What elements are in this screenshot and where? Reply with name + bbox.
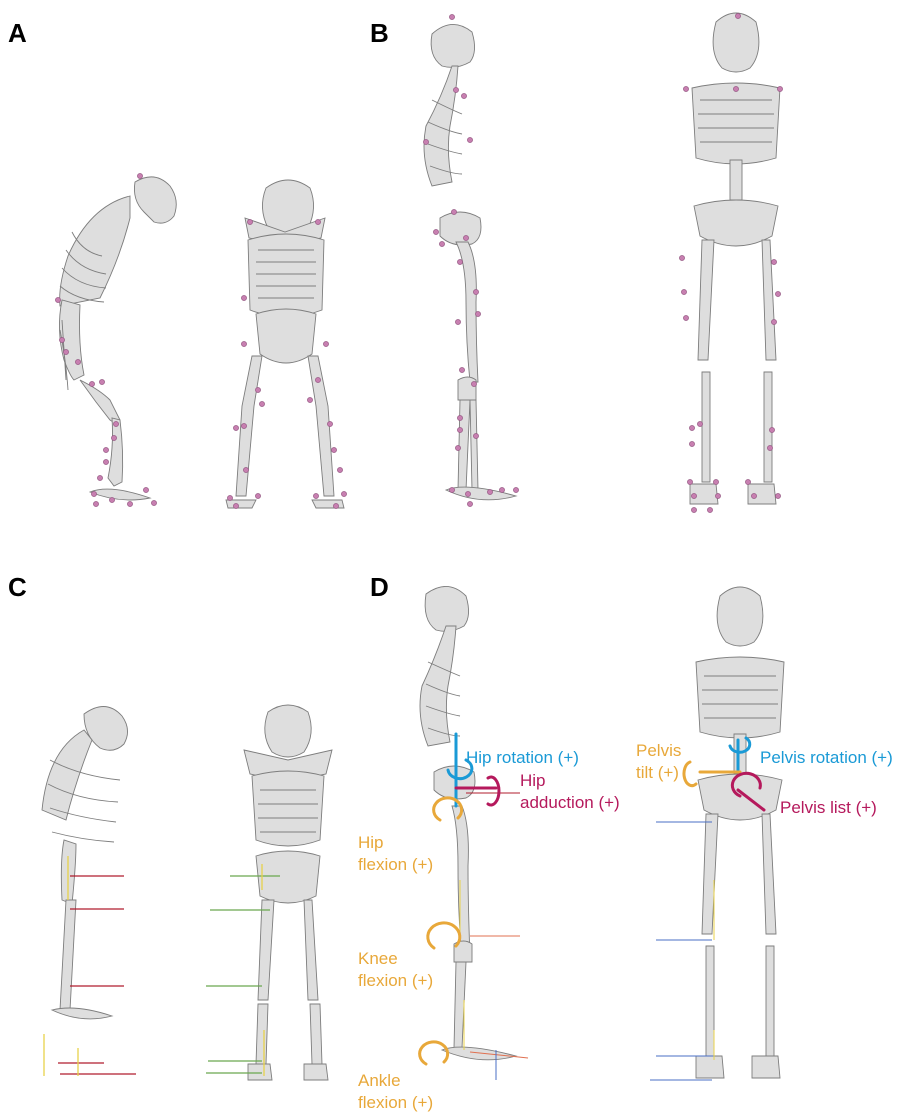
hip-rotation-label: Hip rotation (+) [466, 747, 579, 769]
knee-flexion-label-line2: flexion (+) [358, 970, 433, 992]
hip-flexion-label-line2: flexion (+) [358, 854, 433, 876]
hip-adduction-label-line2: adduction (+) [520, 792, 620, 814]
panel-a-side-skeleton [59, 177, 176, 500]
hip-flexion-label-line1: Hip [358, 832, 384, 854]
panel-d-side-axes [460, 793, 528, 1080]
panel-d-front-skeleton [696, 587, 784, 1078]
panel-c-side-axes [44, 856, 136, 1076]
panel-c-side-skeleton [42, 706, 128, 1018]
pelvis-list-label: Pelvis list (+) [780, 797, 877, 819]
ankle-flexion-label-line1: Ankle [358, 1070, 401, 1092]
pelvis-rotation-label: Pelvis rotation (+) [760, 747, 893, 769]
panel-d-side-skeleton [420, 586, 516, 1059]
pelvis-tilt-label-line1: Pelvis [636, 740, 681, 762]
hip-adduction-label-line1: Hip [520, 770, 546, 792]
pelvis-tilt-label-line2: tilt (+) [636, 762, 679, 784]
knee-flexion-label-line1: Knee [358, 948, 398, 970]
panel-c-front-skeleton [244, 705, 332, 1080]
ankle-flexion-label-line2: flexion (+) [358, 1092, 433, 1114]
panel-b-side-skeleton [424, 24, 516, 499]
